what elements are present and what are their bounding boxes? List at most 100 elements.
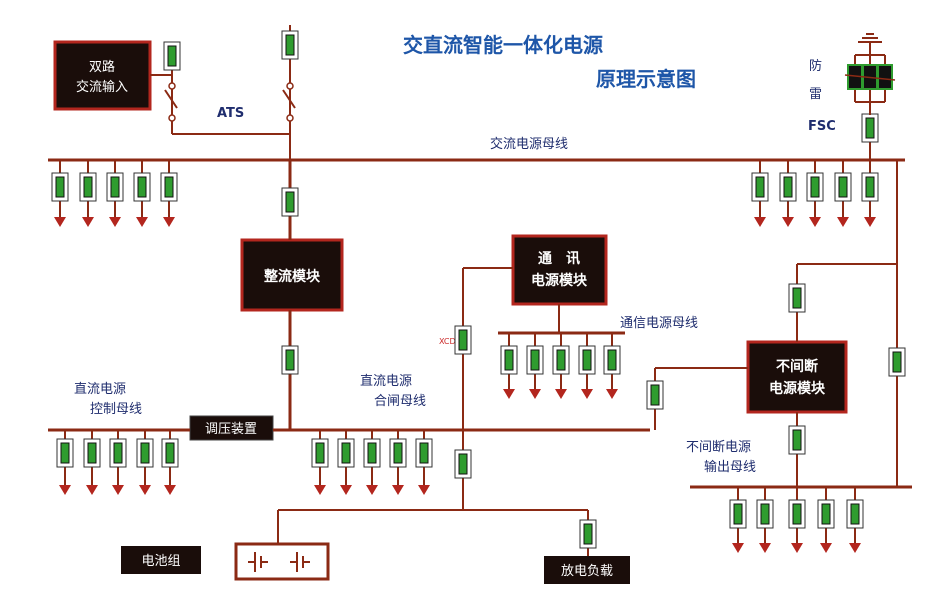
ac-feeder-left-0-arrow bbox=[54, 217, 66, 227]
ac-feeder-left-2-breaker bbox=[110, 176, 120, 198]
dc-close-feeder-4-arrow bbox=[418, 485, 430, 495]
dc-close-feeder-3-breaker bbox=[393, 442, 403, 464]
ac-feeder-right-0-breaker bbox=[755, 176, 765, 198]
dc-close-feeder-3-arrow bbox=[392, 485, 404, 495]
dc-control-feeder-0-breaker bbox=[60, 442, 70, 464]
comm-feeder-4-breaker bbox=[607, 349, 617, 371]
dc-control-bus-label-1: 直流电源 bbox=[74, 382, 126, 397]
comm-feeder-4-arrow bbox=[606, 389, 618, 399]
ac-input-breaker-2 bbox=[285, 34, 295, 56]
rectifier-box bbox=[240, 238, 344, 312]
ats-contact-1b bbox=[168, 114, 176, 122]
dc-control-bus-label-2: 控制母线 bbox=[90, 402, 142, 417]
ac-feeder-right-4-arrow bbox=[864, 217, 876, 227]
diagram-title-line2: 原理示意图 bbox=[596, 67, 696, 91]
rectifier-output-breaker bbox=[285, 349, 295, 371]
ups-feeder-2-breaker bbox=[792, 503, 802, 525]
surge-arrester-2 bbox=[877, 64, 893, 90]
dc-control-feeder-1-breaker bbox=[87, 442, 97, 464]
dc-close-bus-label-2: 合闸母线 bbox=[374, 394, 426, 409]
ac-feeder-left-3-breaker bbox=[137, 176, 147, 198]
ups-module-label-1: 不间断 bbox=[776, 358, 818, 375]
ats-label: ATS bbox=[217, 106, 244, 121]
fsc-breaker bbox=[865, 117, 875, 139]
ups-output-bus-label-2: 输出母线 bbox=[704, 459, 756, 475]
comm-feeder-1-breaker bbox=[530, 349, 540, 371]
comm-feeder-3-arrow bbox=[581, 389, 593, 399]
comm-module-label-2: 电源模块 bbox=[531, 272, 588, 289]
ac-feeder-right-4-breaker bbox=[865, 176, 875, 198]
comm-feeder-3-breaker bbox=[582, 349, 592, 371]
ups-feeder-3-breaker bbox=[821, 503, 831, 525]
diagram-title-line1: 交直流智能一体化电源 bbox=[403, 33, 603, 57]
ups-feeder-1-breaker bbox=[760, 503, 770, 525]
surge-label-2: 雷 bbox=[809, 87, 822, 102]
ac-feeder-left-4-breaker bbox=[164, 176, 174, 198]
ac-feeder-right-2-breaker bbox=[810, 176, 820, 198]
ac-feeder-right-3-breaker bbox=[838, 176, 848, 198]
comm-feeder-2-arrow bbox=[555, 389, 567, 399]
regulator-label: 调压装置 bbox=[205, 422, 257, 437]
rectifier-label: 整流模块 bbox=[263, 268, 321, 285]
ac-feeder-left-3-arrow bbox=[136, 217, 148, 227]
dc-close-feeder-2-arrow bbox=[366, 485, 378, 495]
ats-switch-1 bbox=[164, 89, 178, 109]
battery-label-box bbox=[121, 546, 201, 574]
dual-ac-input-label-2: 交流输入 bbox=[76, 79, 128, 95]
dc-close-feeder-0-arrow bbox=[314, 485, 326, 495]
ups-feeder-1-arrow bbox=[759, 543, 771, 553]
dc-control-feeder-0-arrow bbox=[59, 485, 71, 495]
dc-close-feeder-4-breaker bbox=[419, 442, 429, 464]
comm-module-label-1: 通 讯 bbox=[538, 251, 580, 267]
ups-feeder-0-arrow bbox=[732, 543, 744, 553]
ups-module-box bbox=[746, 340, 848, 414]
dc-control-feeder-2-arrow bbox=[112, 485, 124, 495]
dc-control-feeder-3-breaker bbox=[140, 442, 150, 464]
comm-feeder-1-arrow bbox=[529, 389, 541, 399]
dc-control-feeder-2-breaker bbox=[113, 442, 123, 464]
ac-feeder-left-1-arrow bbox=[82, 217, 94, 227]
dc-close-feeder-1-arrow bbox=[340, 485, 352, 495]
ac-feeder-right-2-arrow bbox=[809, 217, 821, 227]
comm-feeder-0-arrow bbox=[503, 389, 515, 399]
dual-ac-input-box bbox=[53, 40, 152, 111]
ups-dc-breaker bbox=[650, 384, 660, 406]
ups-feeder-3-arrow bbox=[820, 543, 832, 553]
comm-bus-label: 通信电源母线 bbox=[620, 316, 698, 331]
regulator-box bbox=[189, 415, 274, 441]
ups-feeder-4-breaker bbox=[850, 503, 860, 525]
comm-input-breaker bbox=[458, 329, 468, 351]
discharge-load-breaker bbox=[583, 523, 593, 545]
ac-feeder-left-4-arrow bbox=[163, 217, 175, 227]
ac-feeder-right-1-breaker bbox=[783, 176, 793, 198]
ats-contact-2a bbox=[286, 82, 294, 90]
ups-bypass-breaker bbox=[892, 351, 902, 373]
ups-feeder-4-arrow bbox=[849, 543, 861, 553]
ups-output-breaker bbox=[792, 429, 802, 451]
battery-main-breaker bbox=[458, 453, 468, 475]
ats-contact-1a bbox=[168, 82, 176, 90]
comm-feeder-2-breaker bbox=[556, 349, 566, 371]
ac-input-breaker-1 bbox=[167, 45, 177, 67]
comm-feeder-0-breaker bbox=[504, 349, 514, 371]
ac-feeder-left-2-arrow bbox=[109, 217, 121, 227]
comm-module-box bbox=[511, 234, 608, 306]
dc-close-feeder-1-breaker bbox=[341, 442, 351, 464]
ac-feeder-right-3-arrow bbox=[837, 217, 849, 227]
ac-feeder-left-0-breaker bbox=[55, 176, 65, 198]
dc-close-feeder-2-breaker bbox=[367, 442, 377, 464]
ups-ac-breaker bbox=[792, 287, 802, 309]
ac-feeder-right-0-arrow bbox=[754, 217, 766, 227]
ups-output-bus-label-1: 不间断电源 bbox=[686, 440, 751, 455]
ups-feeder-0-breaker bbox=[733, 503, 743, 525]
dc-control-feeder-4-arrow bbox=[164, 485, 176, 495]
discharge-load-box bbox=[544, 556, 630, 584]
rectifier-input-breaker bbox=[285, 191, 295, 213]
ats-contact-2b bbox=[286, 114, 294, 122]
ac-feeder-right-1-arrow bbox=[782, 217, 794, 227]
ac-bus-label: 交流电源母线 bbox=[490, 136, 568, 152]
dc-control-feeder-4-breaker bbox=[165, 442, 175, 464]
ups-feeder-2-arrow bbox=[791, 543, 803, 553]
